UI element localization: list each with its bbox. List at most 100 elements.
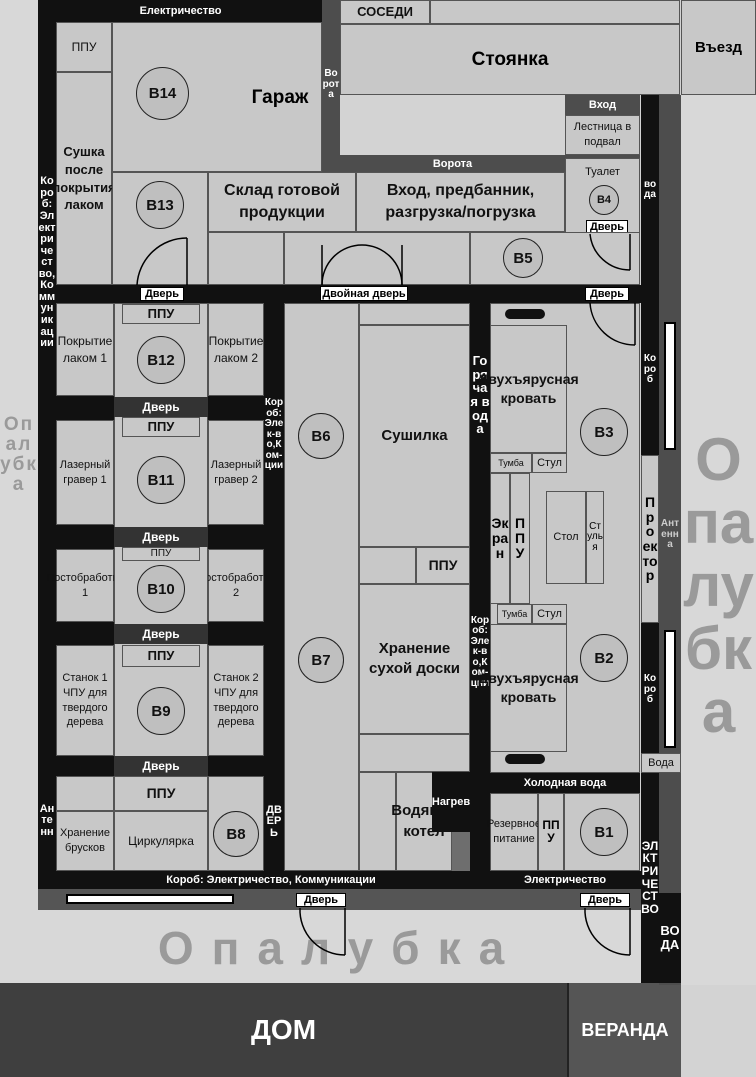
divider-7	[208, 622, 264, 645]
corridor-b6-b7	[284, 303, 359, 871]
left-duct	[38, 0, 56, 760]
bunk-bed-2: Двухъярусная кровать	[478, 624, 579, 752]
circle-b9: B9	[137, 687, 185, 735]
main-gate-label[interactable]: Ворота	[432, 157, 473, 170]
door-b10[interactable]: Дверь	[114, 624, 208, 644]
door-swing-double-left	[321, 244, 363, 286]
window-right-bottom	[664, 630, 676, 748]
circle-b5: B5	[503, 238, 543, 278]
door-b13[interactable]: Дверь	[140, 287, 184, 301]
door-swing-b13	[136, 237, 188, 286]
formwork-left-strip	[0, 0, 38, 910]
formwork-bottom-strip	[0, 910, 681, 985]
b8-door-strip	[264, 773, 284, 871]
stairs-basement: Лестница в подвал	[565, 115, 640, 155]
door-b12[interactable]: Дверь	[114, 397, 208, 417]
door-b1[interactable]: Дверь	[580, 893, 630, 907]
laser-engraver-1: Лазерный гравер 1	[56, 420, 114, 525]
neighbors: СОСЕДИ	[340, 0, 430, 24]
water-right2-label: ВОДА	[660, 922, 680, 952]
water-strip	[641, 95, 659, 295]
circle-b12: B12	[137, 336, 185, 384]
coating-room-2: Покрытие лаком 2	[208, 303, 264, 396]
ppu-b8: ППУ	[114, 776, 208, 811]
cnc-machine-2: Станок 2 ЧПУ для твердого дерева	[208, 645, 264, 756]
elec-right-label: ЭЛКТРИЧЕСТВО	[641, 838, 659, 916]
bottom-elec-label: Электричество	[523, 874, 607, 886]
circle-b11: B11	[137, 456, 185, 504]
b5-room	[470, 232, 640, 285]
door-b4[interactable]: Дверь	[586, 220, 628, 234]
nightstand-2: Тумба	[497, 604, 532, 624]
door-swing-b7	[299, 907, 346, 956]
bottom-duct-label: Короб: Электричество, Коммуникации	[166, 874, 376, 886]
chair-2: Стул	[532, 604, 567, 624]
ppu-b11: ППУ	[122, 417, 200, 437]
door-swing-b5	[589, 302, 636, 346]
water-right2-strip	[659, 893, 681, 983]
mid-duct-2-label: Короб:Элек-во,Ком-ции	[470, 614, 490, 689]
ppu-b1: ППУ	[538, 793, 564, 871]
circle-b1: B1	[580, 808, 628, 856]
door-b8[interactable]: ДВЕРЬ	[266, 803, 282, 839]
garage-gate-label[interactable]: Ворота	[322, 68, 340, 101]
circle-b10: B10	[137, 565, 185, 613]
postprocessing-1: Постобработка 1	[46, 549, 124, 622]
entrance-label: Вход	[565, 95, 640, 115]
screen: Экран	[490, 473, 510, 604]
circle-b6: B6	[298, 413, 344, 459]
door-b5[interactable]: Дверь	[585, 287, 629, 301]
laser-engraver-2: Лазерный гравер 2	[208, 420, 264, 525]
boiler-side	[359, 772, 396, 871]
garage-gate-strip	[322, 0, 340, 172]
divider-6	[208, 525, 264, 549]
house: ДОМ	[0, 983, 567, 1077]
bunk-bed-1: Двухъярусная кровать	[478, 325, 579, 453]
chairs: Стулья	[586, 491, 604, 584]
formwork-right-label: Опалубка	[683, 425, 754, 745]
dryer-room: Сушилка	[359, 325, 470, 547]
left-antenna-strip	[38, 760, 56, 885]
circle-b7: B7	[298, 637, 344, 683]
water-small: Вода	[641, 753, 681, 773]
circle-b8: B8	[213, 811, 259, 857]
valve-bottom	[505, 754, 545, 764]
box-1-label: Короб	[643, 353, 657, 386]
formwork-bottom-label: Опалубка	[157, 921, 523, 974]
double-door[interactable]: Двойная дверь	[320, 286, 408, 301]
dryer-top	[359, 303, 470, 325]
divider-1	[56, 396, 114, 420]
antenna-right-label: Антенна	[660, 518, 680, 551]
corridor-mid	[284, 232, 470, 285]
ppu-b3: ППУ	[510, 473, 530, 604]
box-1-strip	[641, 295, 659, 455]
divider-4	[56, 756, 114, 776]
bars-storage: Хранение брусков	[56, 811, 114, 871]
mid-duct-label: Короб:Элек-во,Ком-ции	[264, 397, 284, 472]
circle-b14: B14	[136, 67, 189, 120]
table: Стол	[546, 491, 586, 584]
reserve-power: Резервное питание	[487, 793, 541, 871]
cnc-machine-1: Станок 1 ЧПУ для твердого дерева	[56, 645, 114, 756]
window-right-top	[664, 322, 676, 450]
door-b9[interactable]: Дверь	[114, 756, 208, 776]
door-b7[interactable]: Дверь	[296, 893, 346, 907]
circle-b13: B13	[136, 181, 184, 229]
ppu-b10: ППУ	[122, 547, 200, 561]
divider-2	[56, 525, 114, 549]
door-b11[interactable]: Дверь	[114, 527, 208, 547]
window-bottom	[66, 894, 234, 904]
valve-top	[505, 309, 545, 319]
projector: Проектор	[641, 455, 659, 623]
formwork-left-label: Опалубка	[0, 414, 38, 495]
garage-label: Гараж	[251, 86, 309, 108]
wood-storage-bottom	[359, 734, 470, 772]
neighbors-block	[430, 0, 680, 24]
circle-b2: B2	[580, 634, 628, 682]
heater: Нагрев	[432, 772, 470, 832]
hotwater-label: Горячая вода	[470, 353, 490, 437]
door-swing-b4	[589, 233, 631, 271]
finished-goods-warehouse: Склад готовой продукции	[208, 172, 356, 232]
dry-wood-storage: Хранение сухой доски	[359, 584, 470, 734]
coldwater-label: Холодная вода	[490, 773, 640, 793]
